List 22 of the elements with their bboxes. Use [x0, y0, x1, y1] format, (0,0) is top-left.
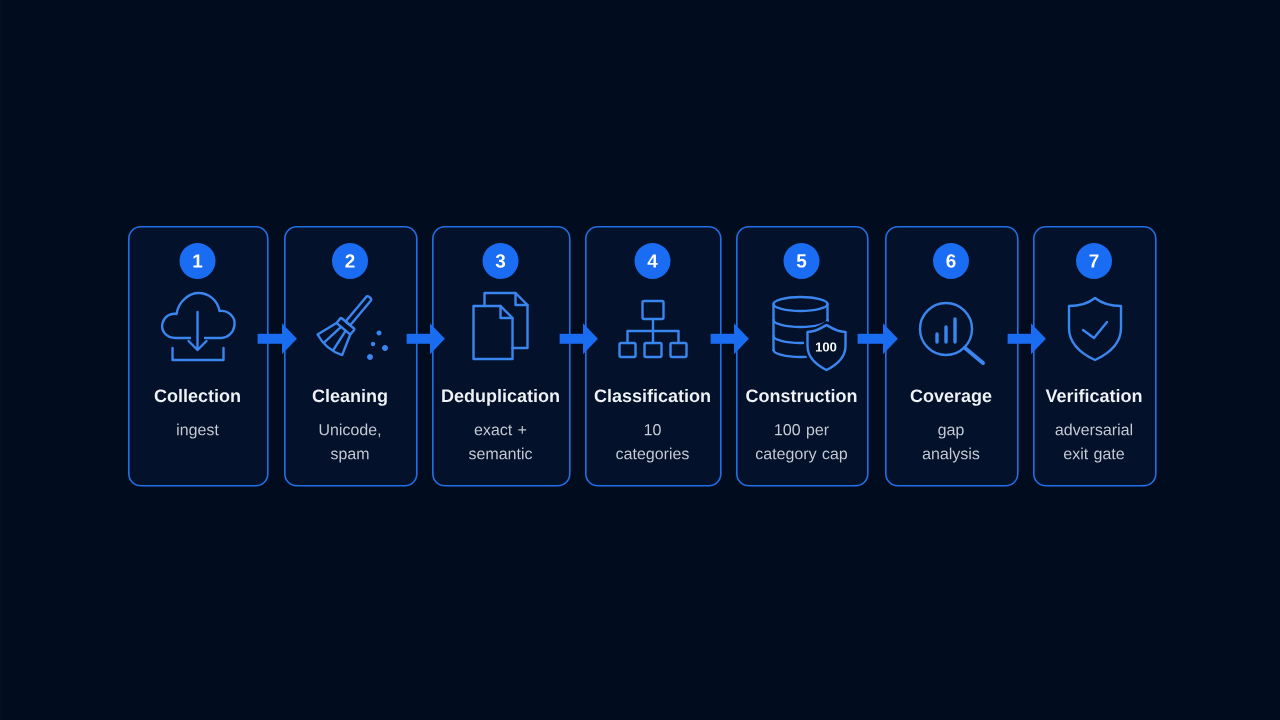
step-description: exact + semantic: [468, 424, 533, 460]
step-title: Collection: [154, 388, 240, 403]
step-description: gap analysis: [922, 426, 980, 463]
step-title: Coverage: [910, 389, 992, 406]
step-description: 10 categories: [616, 424, 689, 463]
step-description: Unicode, spam: [319, 423, 381, 463]
step-description: ingest: [177, 423, 219, 439]
step-title: Construction: [746, 388, 857, 403]
step-title: Verification: [1045, 388, 1142, 403]
number-badge: 6: [933, 243, 969, 279]
step-description: 100 per category cap: [755, 424, 848, 463]
number-badge: 5: [783, 243, 820, 279]
step-description: adversarial exit gate: [1055, 423, 1133, 463]
step-title: Classification: [594, 388, 710, 403]
number-badge: 1: [179, 243, 216, 279]
number-badge: 7: [1076, 243, 1112, 279]
step-title: Cleaning: [312, 388, 387, 406]
icon-text: 100: [816, 342, 837, 352]
number-badge: 4: [634, 243, 671, 279]
number-badge: 3: [482, 243, 519, 279]
step-title: Deduplication: [442, 388, 559, 406]
number-badge: 2: [332, 243, 368, 279]
